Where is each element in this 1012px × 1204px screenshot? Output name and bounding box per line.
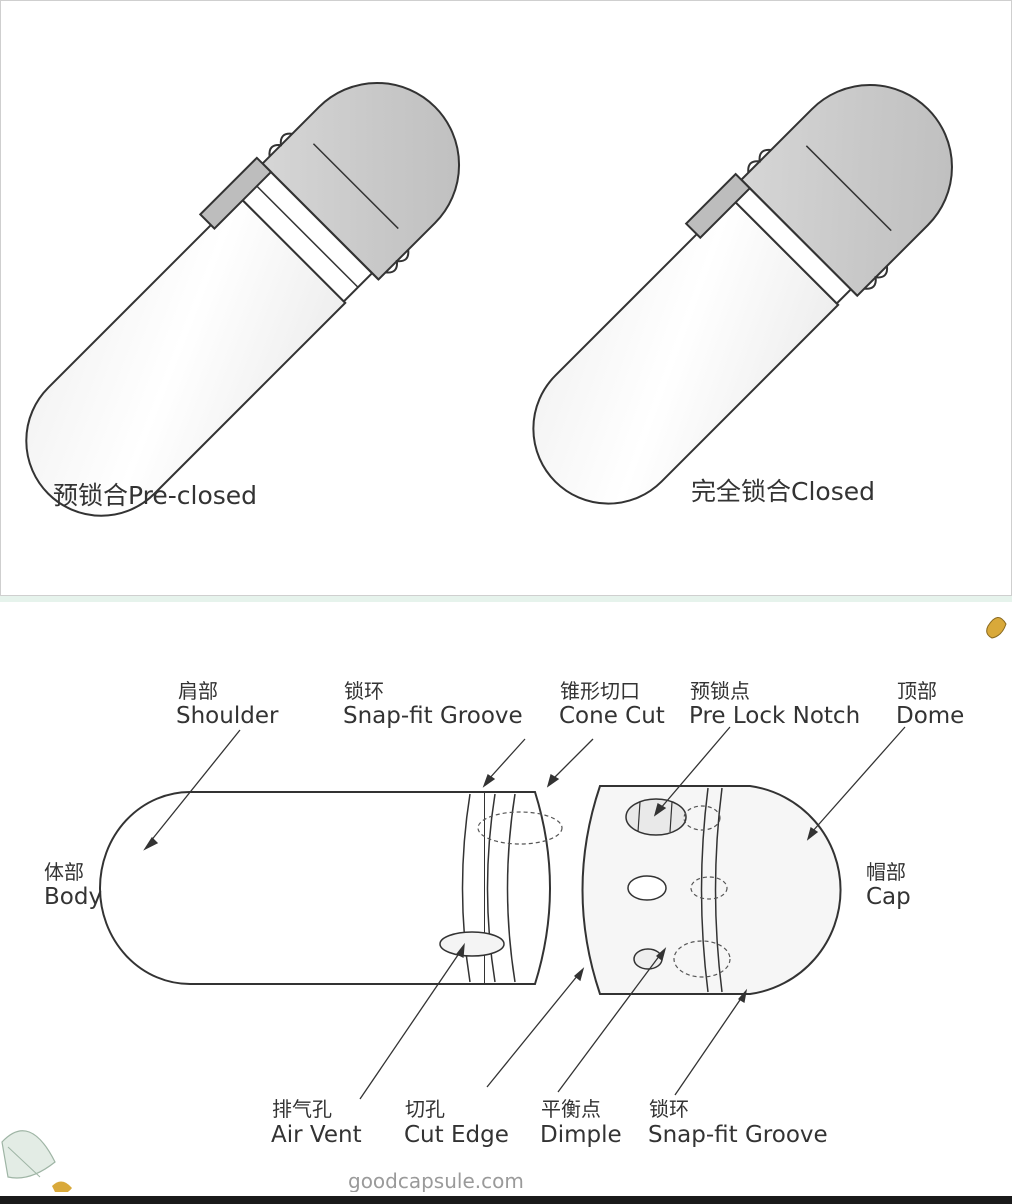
watermark-text: goodcapsule.com [348, 1169, 524, 1192]
leaf-decoration-icon [1, 1130, 72, 1195]
closed-label: 完全锁合Closed [691, 477, 875, 506]
snap-fit-groove-top-label-cn: 锁环 [344, 679, 384, 703]
snap-fit-groove-bottom-label-en: Snap-fit Groove [648, 1122, 828, 1148]
leaf-icon [986, 617, 1007, 639]
cap-label-cn: 帽部 [866, 860, 906, 884]
cut-edge-label-cn: 切孔 [405, 1097, 445, 1121]
dome-label-en: Dome [896, 703, 964, 729]
bottom-panel: 肩部 Shoulder 锁环 Snap-fit Groove 锥形切口 Cone… [0, 602, 1012, 1195]
bottom-bar [0, 1196, 1012, 1204]
dome-label-cn: 顶部 [897, 679, 937, 703]
capsule-cap [581, 785, 842, 995]
air-vent-label-cn: 排气孔 [272, 1097, 332, 1121]
top-panel: 预锁合Pre-closed 完全锁合Closed [0, 0, 1012, 596]
body-label-en: Body [44, 884, 102, 910]
leader-arrows [143, 726, 906, 1100]
pre-lock-notch-label-en: Pre Lock Notch [689, 703, 860, 729]
closed-capsule [532, 84, 953, 505]
pre-lock-notch-label-cn: 预锁点 [690, 679, 750, 703]
dimple-label-en: Dimple [540, 1122, 622, 1148]
cone-cut-label-en: Cone Cut [559, 703, 665, 729]
pre-closed-label: 预锁合Pre-closed [53, 481, 257, 510]
cap-label-en: Cap [866, 884, 911, 910]
section-separator [0, 596, 1012, 602]
cone-cut-label-cn: 锥形切口 [560, 679, 640, 703]
shoulder-label-cn: 肩部 [178, 679, 218, 703]
capsule-closing-figure: 预锁合Pre-closed 完全锁合Closed [25, 81, 953, 517]
pre-closed-capsule [25, 81, 461, 517]
air-vent-label-en: Air Vent [271, 1122, 362, 1148]
snap-fit-groove-top-label-en: Snap-fit Groove [343, 703, 523, 729]
body-label-cn: 体部 [44, 860, 84, 884]
capsule-body [99, 791, 563, 985]
shoulder-label-en: Shoulder [176, 703, 279, 729]
capsule-parts-diagram: 肩部 Shoulder 锁环 Snap-fit Groove 锥形切口 Cone… [1, 617, 1007, 1195]
cut-edge-label-en: Cut Edge [404, 1122, 509, 1148]
dimple-label-cn: 平衡点 [541, 1097, 601, 1121]
snap-fit-groove-bottom-label-cn: 锁环 [649, 1097, 689, 1121]
